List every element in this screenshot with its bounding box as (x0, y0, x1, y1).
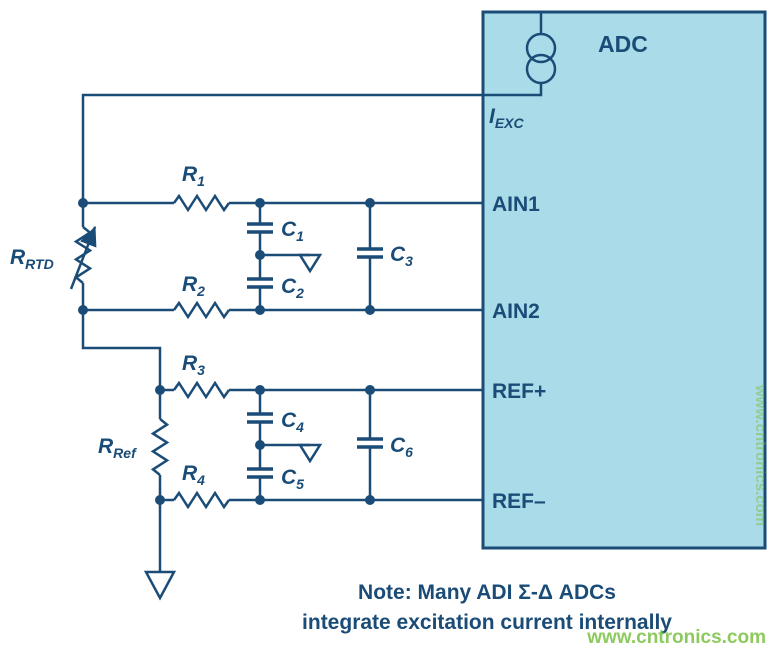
note: Note: Many ADI Σ-Δ ADCs integrate excita… (302, 581, 672, 634)
resistor-r2 (172, 300, 231, 320)
watermark-side: www.cntronics.com (752, 384, 769, 526)
adc-box (481, 10, 767, 550)
capacitor-c3 (357, 203, 383, 310)
c3-label: C3 (390, 243, 413, 269)
r4-label: R4 (182, 462, 205, 488)
capacitor-c2 (247, 255, 273, 310)
watermark-bottom: www.cntronics.com (586, 627, 766, 648)
c2-label: C2 (281, 275, 304, 301)
c5-label: C5 (281, 466, 304, 492)
resistor-r3 (172, 380, 231, 400)
rtd-arrow-icon (69, 225, 97, 290)
r2-label: R2 (182, 273, 205, 299)
note-line2: integrate excitation current internally (302, 611, 672, 634)
c6-label: C6 (390, 434, 413, 460)
adc-title: ADC (598, 31, 648, 57)
pin-ain2-label: AIN2 (492, 300, 540, 323)
pin-labels: IEXC AIN1 AIN2 REF+ REF– (489, 105, 546, 513)
pin-iexc-label: IEXC (489, 105, 525, 131)
pin-refminus-label: REF– (492, 490, 546, 513)
wire-iexc-to-left-spine (81, 83, 543, 227)
rref-label: RRef (98, 435, 137, 461)
wires (81, 83, 543, 572)
grounds (143, 253, 323, 601)
rtd-label: RRTD (10, 246, 54, 272)
c4-label: C4 (281, 409, 304, 435)
capacitor-c6 (357, 390, 383, 500)
capacitors (247, 203, 383, 500)
capacitor-c5 (247, 445, 273, 500)
ground-ref-icon (260, 443, 323, 464)
wire-left-spine-lower (81, 283, 162, 419)
junction-dots (78, 198, 375, 505)
resistors (69, 193, 231, 510)
capacitor-c1 (247, 203, 273, 255)
ground-ain-icon (260, 253, 323, 274)
pin-ain1-label: AIN1 (492, 193, 540, 216)
resistor-r4 (172, 490, 231, 510)
r1-label: R1 (182, 163, 205, 189)
ground-main-icon (143, 570, 177, 601)
pin-refplus-label: REF+ (492, 380, 546, 403)
resistor-r1 (172, 193, 231, 213)
resistor-rref (150, 418, 170, 476)
capacitor-c4 (247, 390, 273, 445)
c1-label: C1 (281, 218, 304, 244)
component-labels: R1 R2 R3 R4 RRTD RRef C1 C2 C3 C4 C5 C6 (10, 163, 413, 492)
note-line1: Note: Many ADI Σ-Δ ADCs (358, 581, 616, 604)
r3-label: R3 (182, 352, 205, 378)
